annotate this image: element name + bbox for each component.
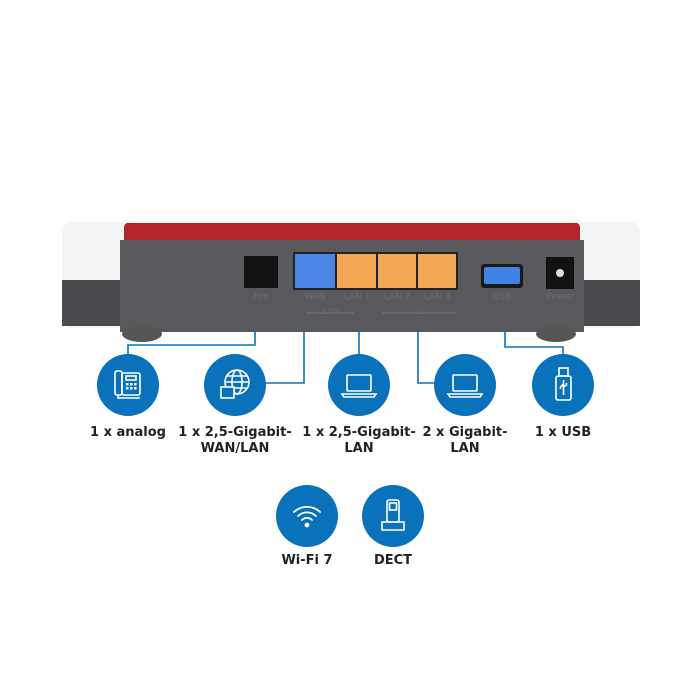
router-foot <box>122 326 162 342</box>
phone-icon <box>97 354 159 416</box>
wifi-icon <box>276 485 338 547</box>
port-label: WAN <box>304 292 326 302</box>
power-pin <box>556 269 564 277</box>
feature-label: 1 x 2,5-Gigabit- LAN <box>302 425 416 456</box>
feature-label: DECT <box>373 553 413 568</box>
router-right-side <box>580 280 640 326</box>
connector-lan23 <box>417 332 434 384</box>
dect-phone-icon <box>362 485 424 547</box>
connector-usb <box>504 332 564 356</box>
router-left-side <box>62 280 122 326</box>
usb-stick-icon <box>532 354 594 416</box>
port-label: Power <box>546 292 574 302</box>
port-lan2 <box>378 254 416 288</box>
router-foot <box>536 326 576 342</box>
group-label: 2.5G <box>320 307 340 316</box>
port-usb <box>484 267 520 284</box>
laptop-icon <box>328 354 390 416</box>
port-label: LAN 2 <box>383 292 411 302</box>
feature-label: 2 x Gigabit- LAN <box>422 425 508 456</box>
feature-label: 1 x USB <box>534 425 592 440</box>
group-label: 1G <box>414 307 426 316</box>
port-lan3 <box>418 254 456 288</box>
globe-port-icon <box>204 354 266 416</box>
port-lan1 <box>337 254 376 288</box>
router-red-top <box>124 223 580 245</box>
connector-wan <box>266 332 305 384</box>
port-label: Fon <box>252 292 270 302</box>
connector-fon <box>127 332 256 356</box>
port-wan <box>295 254 335 288</box>
port-label: LAN 3 <box>423 292 451 302</box>
port-label: LAN 1 <box>343 292 371 302</box>
port-fon <box>244 256 278 288</box>
feature-label: 1 x analog <box>90 425 166 440</box>
laptop-icon <box>434 354 496 416</box>
port-label: USB <box>492 292 512 302</box>
feature-label: Wi-Fi 7 <box>281 553 333 568</box>
feature-label: 1 x 2,5-Gigabit- WAN/LAN <box>178 425 292 456</box>
